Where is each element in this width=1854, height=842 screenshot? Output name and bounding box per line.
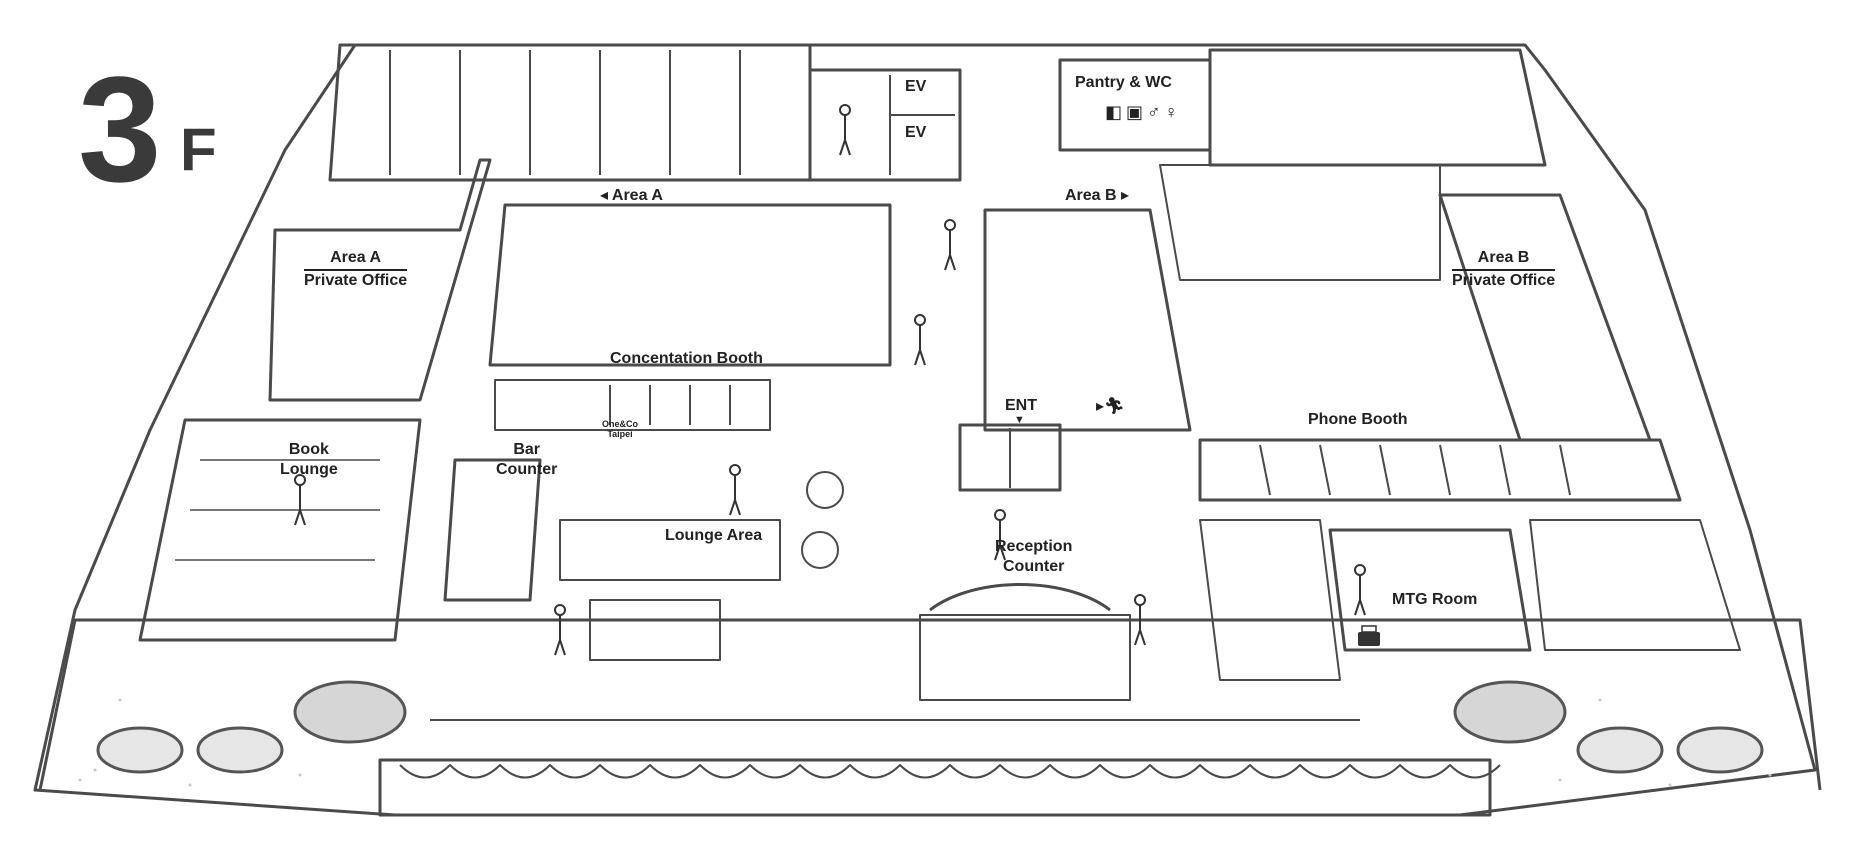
area-a-office-line2: Private Office	[304, 272, 408, 289]
ent-arrow: ▼	[1014, 414, 1025, 426]
reception-counter-label: Reception Counter	[995, 537, 1072, 577]
bar-counter-label: Bar Counter	[496, 440, 557, 480]
mtg-room-label: MTG Room	[1392, 591, 1478, 608]
reception-line2: Counter	[1003, 558, 1065, 575]
top-office-row	[328, 43, 812, 182]
book-lounge-area	[138, 418, 422, 642]
entrance-doors	[958, 423, 1062, 492]
cup-icon: ◧	[1105, 102, 1127, 122]
planter-4	[1453, 680, 1567, 744]
microwave-icon: ▣	[1126, 102, 1148, 122]
front-facade	[378, 758, 1492, 817]
area-a-office-label: Area A Private Office	[304, 248, 408, 291]
area-b-office-label: Area B Private Office	[1452, 248, 1556, 291]
lounge-area-label: Lounge Area	[665, 527, 763, 544]
reception-counter	[929, 583, 1111, 612]
pantry-icons: ◧▣♂♀	[1105, 102, 1182, 123]
planter-5	[1576, 726, 1664, 774]
elevator-block	[808, 68, 962, 182]
book-lounge-line1: Book	[288, 441, 329, 458]
bar-counter	[443, 458, 542, 602]
ev-label-bottom: EV	[905, 124, 927, 141]
brand-logo: One&Co Taipei	[602, 419, 638, 440]
brand-line1: One&Co	[602, 419, 638, 429]
bar-counter-line2: Counter	[496, 461, 558, 478]
bar-counter-line1: Bar	[513, 441, 540, 458]
planter-1	[96, 726, 184, 774]
toilet-icon: ♂♀	[1147, 102, 1183, 122]
floor-number: 3	[78, 45, 161, 213]
pantry-label: Pantry & WC	[1075, 74, 1172, 91]
reception-line1: Reception	[995, 538, 1073, 555]
area-a-office-line1: Area A	[304, 248, 408, 271]
book-lounge-label: Book Lounge	[280, 440, 338, 480]
lounge-seating	[559, 519, 781, 581]
concentration-booth-block	[488, 203, 892, 367]
exit-person-icon: ▸🏃︎	[1096, 398, 1125, 415]
area-a-arrow-label: ◂ Area A	[600, 187, 663, 204]
concentation-booth-label: Concentation Booth	[610, 350, 763, 367]
planter-3	[293, 680, 407, 744]
floor-suffix: F	[180, 116, 217, 183]
meeting-room	[1328, 528, 1532, 652]
book-lounge-line2: Lounge	[280, 461, 338, 478]
brand-line2: Taipei	[607, 428, 633, 439]
center-block	[983, 208, 1192, 432]
phone-booth-label: Phone Booth	[1308, 411, 1408, 428]
planter-2	[196, 726, 284, 774]
area-b-office-block	[1438, 193, 1652, 442]
area-b-arrow-label: Area B ▸	[1065, 187, 1130, 204]
area-a-office-block	[268, 158, 492, 402]
area-b-office-line2: Private Office	[1452, 272, 1556, 289]
ent-label: ENT	[1005, 397, 1037, 414]
area-b-office-line1: Area B	[1452, 248, 1556, 271]
printer-icon	[1358, 625, 1380, 646]
phone-booth-row	[1198, 438, 1682, 502]
front-terrace	[38, 618, 1822, 791]
planter-6	[1676, 726, 1764, 774]
ev-label-top: EV	[905, 78, 927, 95]
